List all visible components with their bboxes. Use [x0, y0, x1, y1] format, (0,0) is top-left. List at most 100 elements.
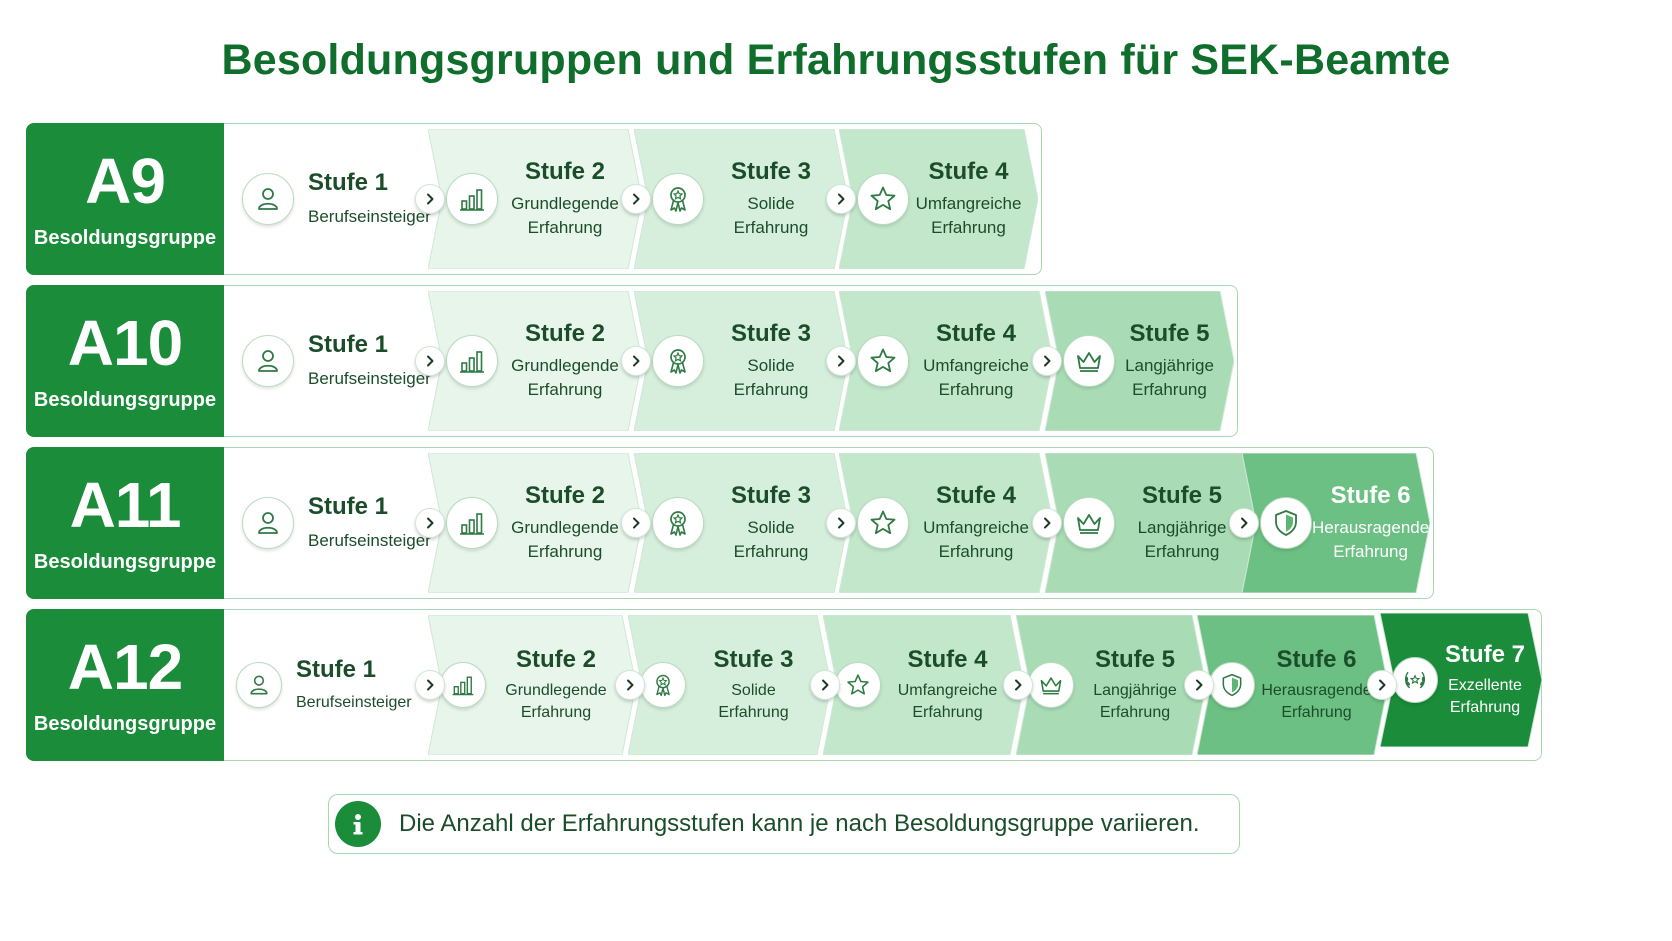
stage-title: Stufe 4	[935, 482, 1016, 510]
stage-title: Stufe 6	[1330, 482, 1411, 510]
stage-desc-line-1: Grundlegende	[505, 681, 607, 699]
chevron-right-icon	[415, 670, 445, 700]
stage-title: Stufe 5	[1129, 320, 1210, 348]
stage-desc-line-2: Erfahrung	[1099, 704, 1171, 721]
chevron-right-icon	[1003, 670, 1033, 700]
grade-code: A9	[85, 144, 166, 217]
person-icon	[236, 662, 282, 708]
chevron-right-icon	[621, 184, 651, 214]
stage-background	[224, 615, 434, 755]
crown-icon	[1063, 335, 1115, 387]
stage-title: Stufe 4	[928, 158, 1009, 186]
medal-icon	[652, 173, 704, 225]
grade-label: Besoldungsgruppe	[33, 550, 217, 573]
stage-desc-line-2: Erfahrung	[931, 218, 1006, 237]
stage-title: Stufe 2	[524, 158, 605, 186]
stage-desc-line-1: Solide	[731, 681, 776, 699]
chevron-right-icon	[1032, 346, 1062, 376]
crown-icon	[1063, 497, 1115, 549]
grade-code: A11	[69, 468, 182, 541]
chevron-right-icon	[1229, 508, 1259, 538]
star-icon	[857, 335, 909, 387]
stage-desc-line-1: Herausragende	[1261, 681, 1372, 699]
medal-icon	[640, 662, 686, 708]
star-icon	[857, 497, 909, 549]
info-icon	[335, 801, 381, 847]
stage-title: Stufe 2	[515, 645, 596, 673]
stage-title: Stufe 1	[308, 331, 389, 359]
laurel-icon	[1392, 657, 1438, 703]
star-icon	[857, 173, 909, 225]
medal-icon	[652, 335, 704, 387]
chevron-right-icon	[826, 184, 856, 214]
stage-desc-line-1: Exzellente	[1448, 676, 1522, 694]
stage-desc-line-1: Solide	[747, 518, 795, 538]
person-icon	[242, 173, 294, 225]
chevron-right-icon	[1032, 508, 1062, 538]
chevron-right-icon	[621, 346, 651, 376]
chevron-right-icon	[621, 508, 651, 538]
stage-desc-line-2: Erfahrung	[733, 542, 809, 561]
stage-title: Stufe 4	[935, 320, 1016, 348]
chevron-right-icon	[615, 670, 645, 700]
chevron-right-icon	[415, 184, 445, 214]
person-icon	[242, 335, 294, 387]
stage-desc-line-2: Erfahrung	[527, 542, 603, 561]
stage-title: Stufe 5	[1141, 482, 1222, 510]
stage-desc-line-1: Berufseinsteiger	[296, 693, 412, 711]
chevron-right-icon	[1184, 670, 1214, 700]
stage-desc-line-2: Erfahrung	[1132, 380, 1207, 399]
stage-desc-line-2: Erfahrung	[1144, 542, 1220, 561]
stage-desc-line-1: Grundlegende	[511, 194, 619, 214]
stage-desc-line-1: Umfangreiche	[897, 681, 998, 699]
chevron-right-icon	[415, 508, 445, 538]
stage-desc-line-1: Grundlegende	[511, 356, 619, 376]
stage-title: Stufe 1	[308, 169, 389, 197]
grade-code: A10	[67, 306, 183, 379]
stage-desc-line-2: Erfahrung	[718, 704, 789, 721]
grade-label: Besoldungsgruppe	[33, 712, 217, 735]
medal-icon	[652, 497, 704, 549]
stage-desc-line-2: Erfahrung	[1449, 699, 1521, 716]
bar-chart-icon	[446, 335, 498, 387]
crown-icon	[1028, 662, 1074, 708]
shield-icon	[1209, 662, 1255, 708]
chevron-right-icon	[810, 670, 840, 700]
stage-desc-line-1: Grundlegende	[511, 518, 619, 538]
stage-desc-line-2: Erfahrung	[733, 380, 809, 399]
stage-desc-line-1: Solide	[747, 194, 795, 214]
